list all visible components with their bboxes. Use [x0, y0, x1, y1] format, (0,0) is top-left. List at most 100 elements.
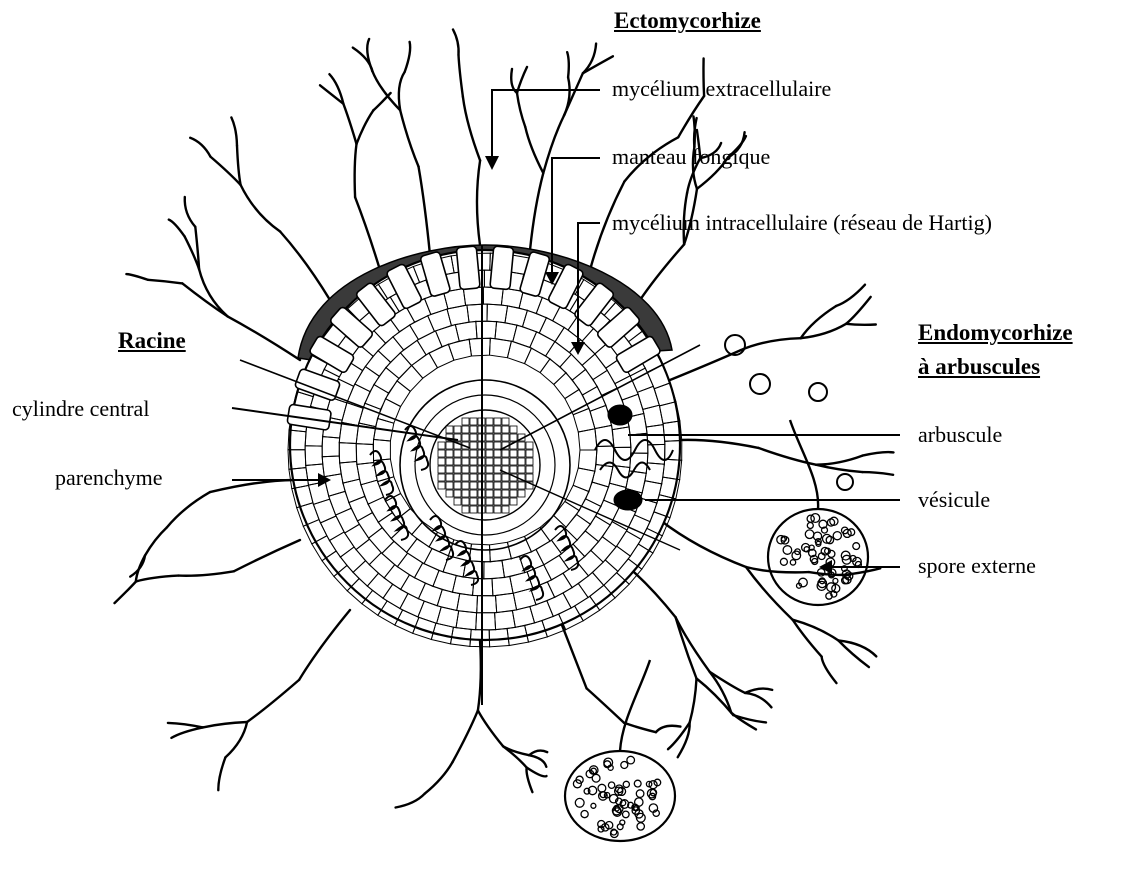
- hypha: [660, 520, 746, 567]
- hypha: [241, 185, 281, 232]
- racine-heading: Racine: [118, 328, 186, 354]
- hypha: [477, 160, 480, 245]
- label-spore-externe: spore externe: [918, 553, 1036, 579]
- hypha: [168, 723, 203, 728]
- hypha: [463, 97, 480, 161]
- hypha: [543, 115, 564, 173]
- hypha: [587, 688, 624, 722]
- hypha: [372, 71, 400, 110]
- spore-granule: [608, 782, 614, 788]
- hypha: [169, 220, 185, 237]
- hypha: [745, 689, 772, 693]
- spore-granule: [623, 781, 629, 787]
- hypha: [148, 280, 183, 284]
- hypha: [228, 316, 300, 360]
- hypha: [862, 472, 893, 475]
- hypha: [478, 710, 503, 746]
- spore-stalk-bottom: [620, 660, 650, 751]
- spore-granule: [783, 546, 792, 555]
- spore-granule: [634, 780, 641, 787]
- small-vesicle-3: [809, 383, 827, 401]
- hypha: [745, 693, 771, 707]
- spore-granule: [598, 784, 606, 792]
- spore-bottom: [565, 751, 675, 841]
- hypha: [299, 610, 350, 680]
- vesicle-dark-1: [608, 405, 632, 425]
- spore-granule: [811, 514, 820, 523]
- hypha: [400, 110, 418, 166]
- small-vesicle-2: [750, 374, 770, 394]
- spore-granule: [591, 803, 596, 808]
- hypha: [355, 197, 380, 270]
- hypha: [678, 723, 690, 758]
- hypha: [846, 324, 876, 325]
- label-cylindre-central: cylindre central: [12, 396, 149, 422]
- hypha: [816, 465, 863, 472]
- hypha: [503, 746, 526, 767]
- hypha: [694, 116, 695, 146]
- hypha: [126, 274, 147, 280]
- hypha: [478, 640, 481, 710]
- spore-granule: [575, 798, 584, 807]
- hypha: [178, 571, 233, 575]
- hypha: [231, 118, 237, 146]
- hypha: [656, 726, 681, 732]
- hypha: [863, 452, 894, 455]
- hypha: [741, 338, 801, 350]
- hypha: [822, 657, 837, 684]
- hypha: [396, 794, 425, 808]
- spore-granule: [637, 823, 644, 830]
- root-section: [240, 245, 700, 705]
- spore-granule: [584, 788, 590, 794]
- hypha: [527, 768, 547, 777]
- hypha: [234, 540, 300, 571]
- hypha: [419, 167, 431, 256]
- hypha: [525, 127, 543, 173]
- hypha: [801, 306, 836, 338]
- spore-granule: [636, 790, 644, 798]
- hypha: [225, 722, 247, 757]
- label-manteau-fongique: manteau fongique: [612, 144, 770, 170]
- spore-granule: [833, 532, 841, 540]
- ectomycorhize-heading: Ectomycorhize: [614, 8, 761, 34]
- hypha: [203, 722, 247, 727]
- hypha: [425, 762, 453, 794]
- spore-granule: [827, 583, 836, 592]
- endomycorhize-heading: Endomycorhize: [918, 320, 1073, 346]
- hypha: [624, 723, 656, 732]
- hypha: [529, 751, 547, 756]
- hypha: [167, 492, 210, 527]
- leader-mycelium-extra: [492, 90, 600, 158]
- small-vesicle-4: [837, 474, 853, 490]
- hypha: [399, 72, 405, 110]
- label-mycelium-intracellulaire: mycélium intracellulaire (réseau de Hart…: [612, 210, 992, 236]
- endomycorhize-subheading: à arbuscules: [918, 354, 1040, 380]
- spore-granule: [621, 762, 628, 769]
- hypha: [459, 55, 463, 97]
- hypha: [171, 727, 203, 738]
- spore-granule: [807, 523, 813, 529]
- hypha: [190, 138, 210, 157]
- label-parenchyme: parenchyme: [55, 465, 163, 491]
- hypha: [564, 77, 570, 115]
- label-arbuscule: arbuscule: [918, 422, 1002, 448]
- hypha: [816, 456, 863, 465]
- spore-granule: [833, 578, 838, 583]
- hypha: [453, 30, 459, 56]
- hypha: [567, 52, 569, 77]
- hypha: [517, 93, 525, 127]
- hypha: [199, 269, 228, 316]
- hypha: [690, 679, 697, 723]
- hypha: [357, 110, 374, 144]
- hypha: [680, 440, 758, 448]
- spore-granule: [790, 560, 795, 565]
- hypha: [529, 755, 546, 767]
- spore-granule: [853, 543, 860, 550]
- hypha: [136, 576, 178, 582]
- hypha: [237, 146, 241, 185]
- hypha: [453, 710, 478, 762]
- hypha: [678, 96, 704, 137]
- hypha: [838, 641, 876, 657]
- hypha: [210, 480, 295, 492]
